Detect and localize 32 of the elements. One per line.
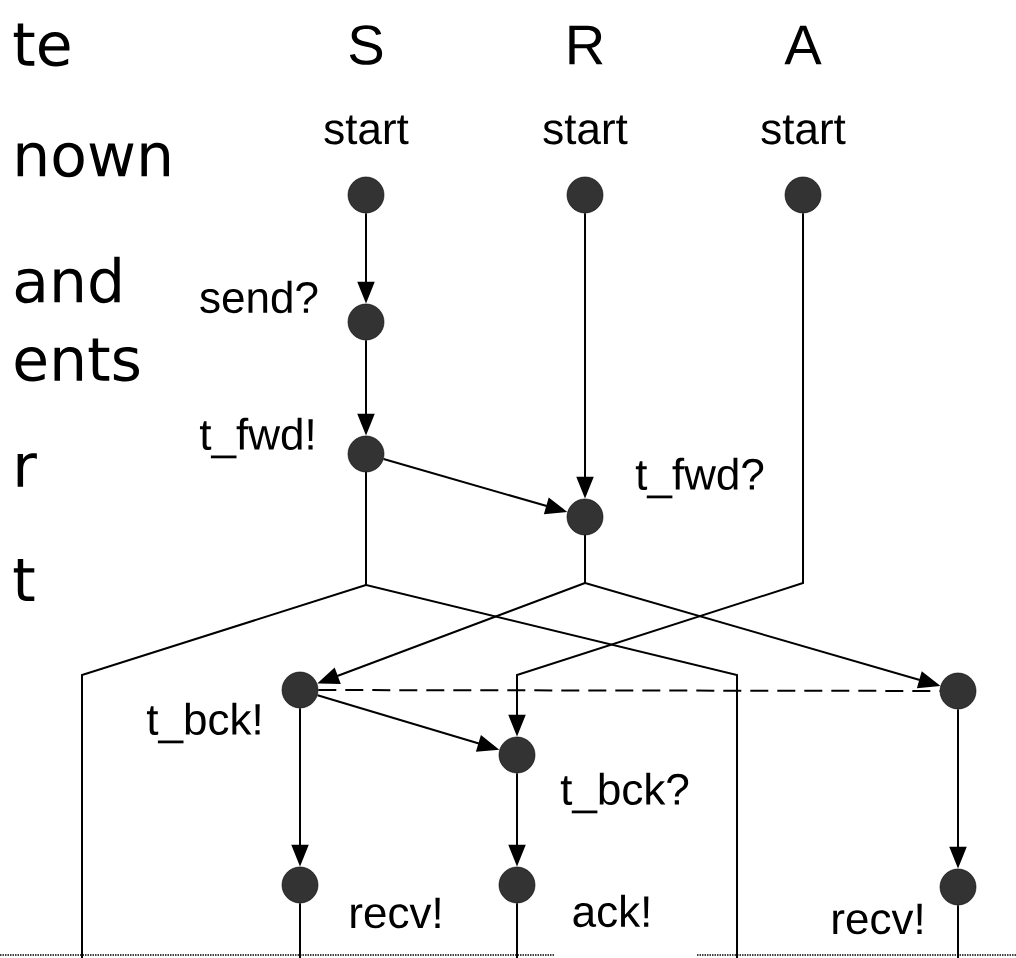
state-label: start [761,115,846,145]
state-circle [281,866,319,904]
state-circle [281,671,319,709]
state-label: t_bck? [560,772,689,814]
state-circle [566,498,604,536]
state-circle [498,736,536,774]
column-heading: R [569,25,603,65]
fragment-text: te [13,23,70,67]
fragment-text: r [17,453,37,487]
state-circle [347,303,385,341]
state-circle [498,866,536,904]
column-heading: A [784,25,822,65]
state-label: recv! [833,903,922,935]
state-circle [939,868,977,906]
column-heading: S [349,25,383,65]
state-circle [566,176,604,214]
state-label: start [543,115,628,145]
fragment-text: t [13,558,35,602]
state-circle [347,176,385,214]
state-label: ack! [573,894,649,928]
state-label: t_fwd! [199,417,313,459]
state-circle [784,176,822,214]
state-label: start [324,115,409,145]
fragment-text: ents [15,338,139,382]
state-circle [939,672,977,710]
fragment-text: and [15,256,120,304]
state-circle [347,435,385,473]
state-label: t_fwd? [635,457,764,499]
fragment-text: nown [17,142,169,178]
state-label: send? [200,280,318,314]
state-label: recv! [351,897,440,929]
state-label: t_bck! [146,702,260,744]
